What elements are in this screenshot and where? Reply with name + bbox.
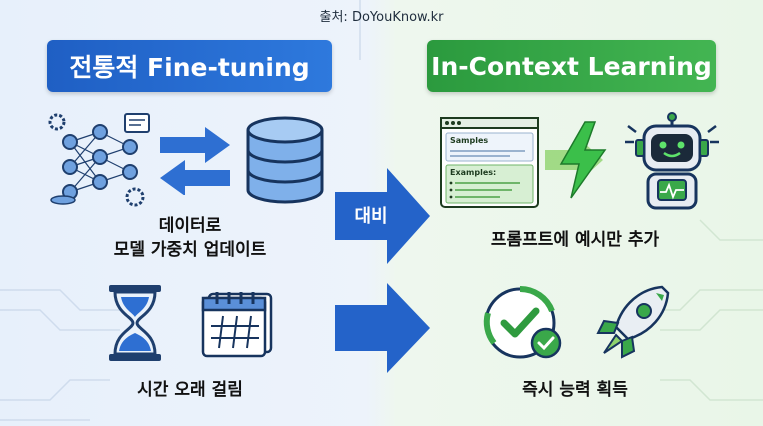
clock-check-icon xyxy=(483,285,562,359)
database-icon xyxy=(246,116,324,204)
robot-icon xyxy=(625,112,719,210)
caption-line-2: 모델 가중치 업데이트 xyxy=(113,240,267,260)
prompt-samples-label: Samples xyxy=(450,136,489,145)
caption-line-1: 데이터로 xyxy=(158,216,222,236)
fine-tuning-caption: 데이터로 모델 가중치 업데이트 xyxy=(60,214,320,262)
speed-arrow xyxy=(335,283,430,373)
lightning-icon xyxy=(545,121,607,199)
speed-caption: 즉시 능력 획득 xyxy=(522,380,628,400)
hourglass-icon xyxy=(109,285,161,361)
vs-arrow xyxy=(335,168,430,264)
vs-label: 대비 xyxy=(354,206,388,227)
neural-network-icon xyxy=(48,113,150,207)
sync-arrows-icon xyxy=(160,127,230,195)
source-credit: 출처: DoYouKnow.kr xyxy=(319,10,444,25)
icl-caption: 프롬프트에 예시만 추가 xyxy=(490,230,660,250)
prompt-examples-label: Examples: xyxy=(450,168,497,177)
rocket-icon xyxy=(596,285,670,359)
fine-tuning-title: 전통적 Fine-tuning xyxy=(47,40,332,92)
time-caption: 시간 오래 걸림 xyxy=(137,380,243,400)
calendar-icon xyxy=(201,292,273,358)
icl-title: In-Context Learning xyxy=(427,40,716,92)
prompt-window-icon xyxy=(440,117,539,208)
